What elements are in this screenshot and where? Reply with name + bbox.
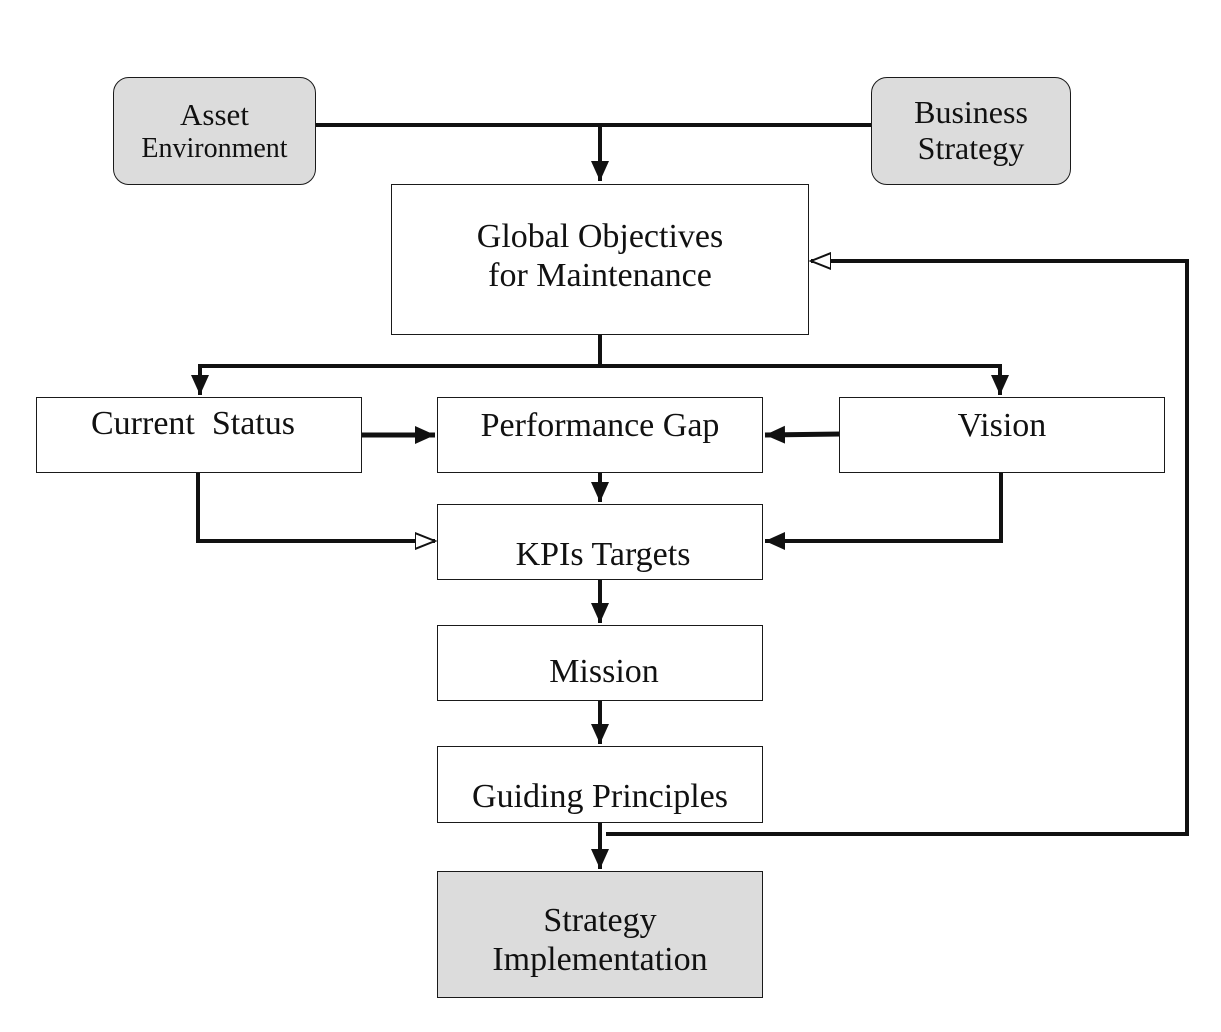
edge-vision-to-kpis [765,473,1003,550]
mission-node: Mission [437,625,763,701]
current-status-label: Current Status [91,404,295,442]
strategy-implementation-line1: Strategy [543,902,657,940]
guiding-principles-node: Guiding Principles [437,746,763,823]
business-strategy-node: Business Strategy [871,77,1071,185]
business-strategy-line1: Business [914,94,1028,131]
asset-environment-node: Asset Environment [113,77,316,185]
global-objectives-node: Global Objectives for Maintenance [391,184,809,335]
asset-environment-line1: Asset [180,96,249,132]
kpis-targets-node: KPIs Targets [437,504,763,580]
global-objectives-line2: for Maintenance [488,256,712,294]
current-status-node: Current Status [36,397,362,473]
global-objectives-line1: Global Objectives [476,218,724,256]
strategy-implementation-line2: Implementation [492,940,708,978]
performance-gap-label: Performance Gap [480,406,720,444]
performance-gap-node: Performance Gap [437,397,763,473]
strategy-implementation-node: Strategy Implementation [437,871,763,998]
guiding-principles-label: Guiding Principles [472,778,728,816]
business-strategy-line2: Strategy [917,130,1025,166]
vision-label: Vision [957,406,1047,444]
edge-vision-to-performance-gap [764,425,842,444]
vision-node: Vision [839,397,1165,473]
edge-current-status-to-kpis [196,473,435,541]
asset-environment-line2: Environment [141,132,288,164]
mission-label: Mission [549,652,659,690]
kpis-targets-label: KPIs Targets [515,535,691,573]
